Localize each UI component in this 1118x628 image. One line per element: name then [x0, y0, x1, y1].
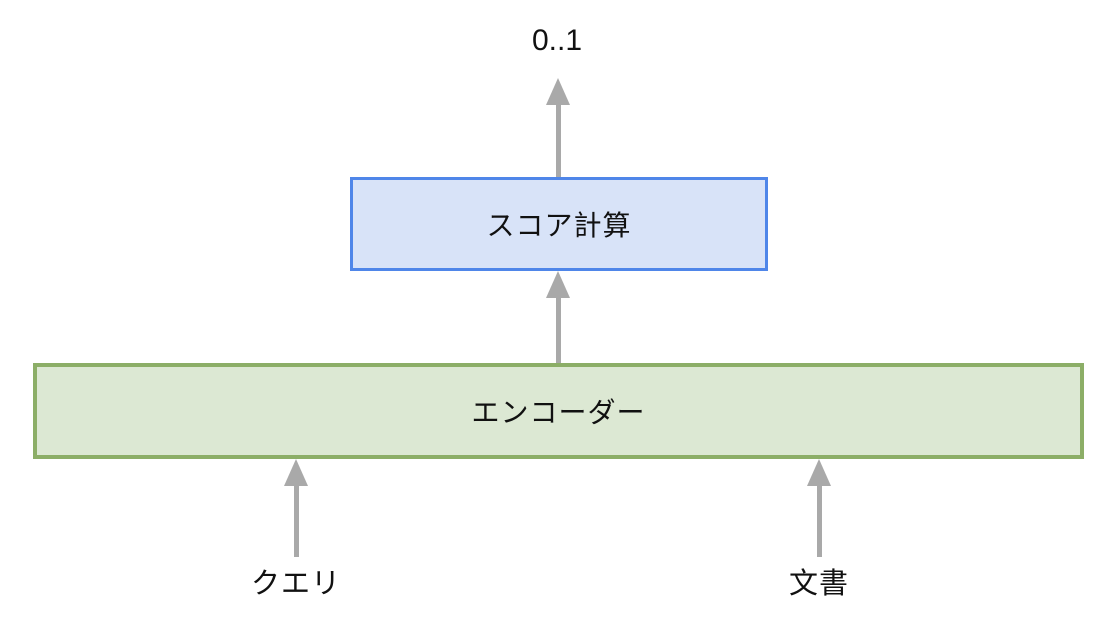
- encoder-box: エンコーダー: [33, 363, 1084, 459]
- score-calculation-box: スコア計算: [350, 177, 768, 271]
- encoder-label: エンコーダー: [471, 397, 646, 428]
- arrow-shaft: [555, 99, 561, 177]
- arrow-score-to-output: [546, 78, 570, 177]
- arrow-shaft: [816, 480, 822, 557]
- arrow-shaft: [293, 480, 299, 557]
- document-input-label: 文書: [788, 568, 849, 600]
- query-input-label: クエリ: [250, 568, 341, 600]
- arrow-encoder-to-score: [546, 271, 570, 363]
- arrow-query-to-encoder: [284, 459, 308, 557]
- arrow-shaft: [555, 292, 561, 363]
- output-range-label: 0..1: [531, 24, 583, 57]
- score-calculation-label: スコア計算: [486, 210, 632, 241]
- arrow-document-to-encoder: [807, 459, 831, 557]
